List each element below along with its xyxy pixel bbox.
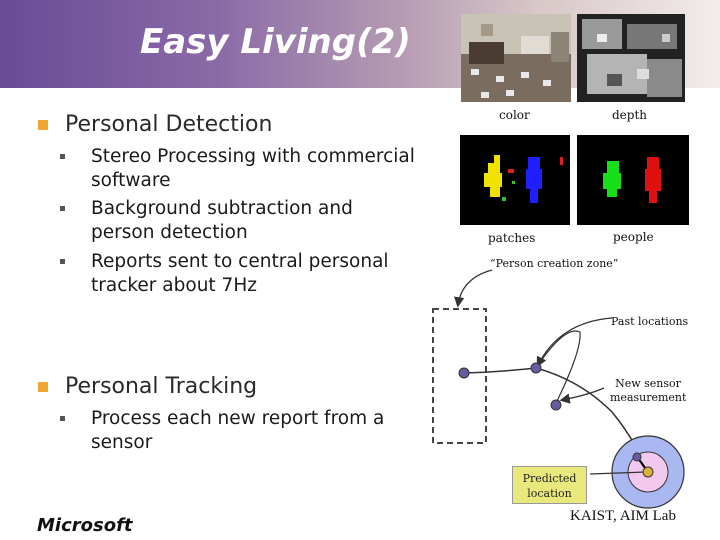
list-item-text: Stereo Processing with commercial softwa… xyxy=(91,146,415,191)
track-point xyxy=(458,367,470,379)
creation-zone-box xyxy=(432,308,487,444)
depth-image xyxy=(577,14,685,102)
depth-map-icon xyxy=(577,14,685,102)
color-room-image xyxy=(461,14,571,102)
people-label: people xyxy=(613,230,654,244)
square-bullet-icon xyxy=(38,382,48,392)
track-point xyxy=(632,452,642,462)
color-label: color xyxy=(499,108,530,122)
predicted-location-box: Predicted location xyxy=(512,466,587,504)
microsoft-logo: Microsoft xyxy=(37,515,133,536)
room-photo-icon xyxy=(461,14,571,102)
track-point xyxy=(530,362,542,374)
list-item-text: Process each new report from a sensor xyxy=(91,408,385,453)
small-bullet-icon xyxy=(60,416,65,421)
person-creation-zone-label: “Person creation zone” xyxy=(490,257,619,270)
people-image xyxy=(577,135,689,225)
small-bullet-icon xyxy=(60,154,65,159)
people-icon xyxy=(603,157,661,203)
depth-label: depth xyxy=(612,108,648,122)
predicted-location-label: Predicted location xyxy=(522,472,577,500)
new-sensor-measurement-label: New sensor measurement xyxy=(610,377,687,404)
list-item-text: Reports sent to central personal tracker… xyxy=(91,251,389,296)
tracking-diagram xyxy=(432,269,685,509)
square-bullet-icon xyxy=(38,120,48,130)
patches-icon xyxy=(484,155,563,203)
small-bullet-icon xyxy=(60,206,65,211)
lab-name: KAIST, AIM Lab xyxy=(570,508,676,524)
section-heading: Personal Tracking xyxy=(65,374,258,399)
list-item-text: Background subtraction and person detect… xyxy=(91,198,353,243)
section-heading: Personal Detection xyxy=(65,112,273,137)
track-point xyxy=(550,399,562,411)
past-locations-label: Past locations xyxy=(611,315,689,328)
patches-label: patches xyxy=(488,231,536,245)
small-bullet-icon xyxy=(60,259,65,264)
predicted-point xyxy=(642,466,654,478)
patches-image xyxy=(460,135,570,225)
slide-title: Easy Living(2) xyxy=(140,22,411,62)
